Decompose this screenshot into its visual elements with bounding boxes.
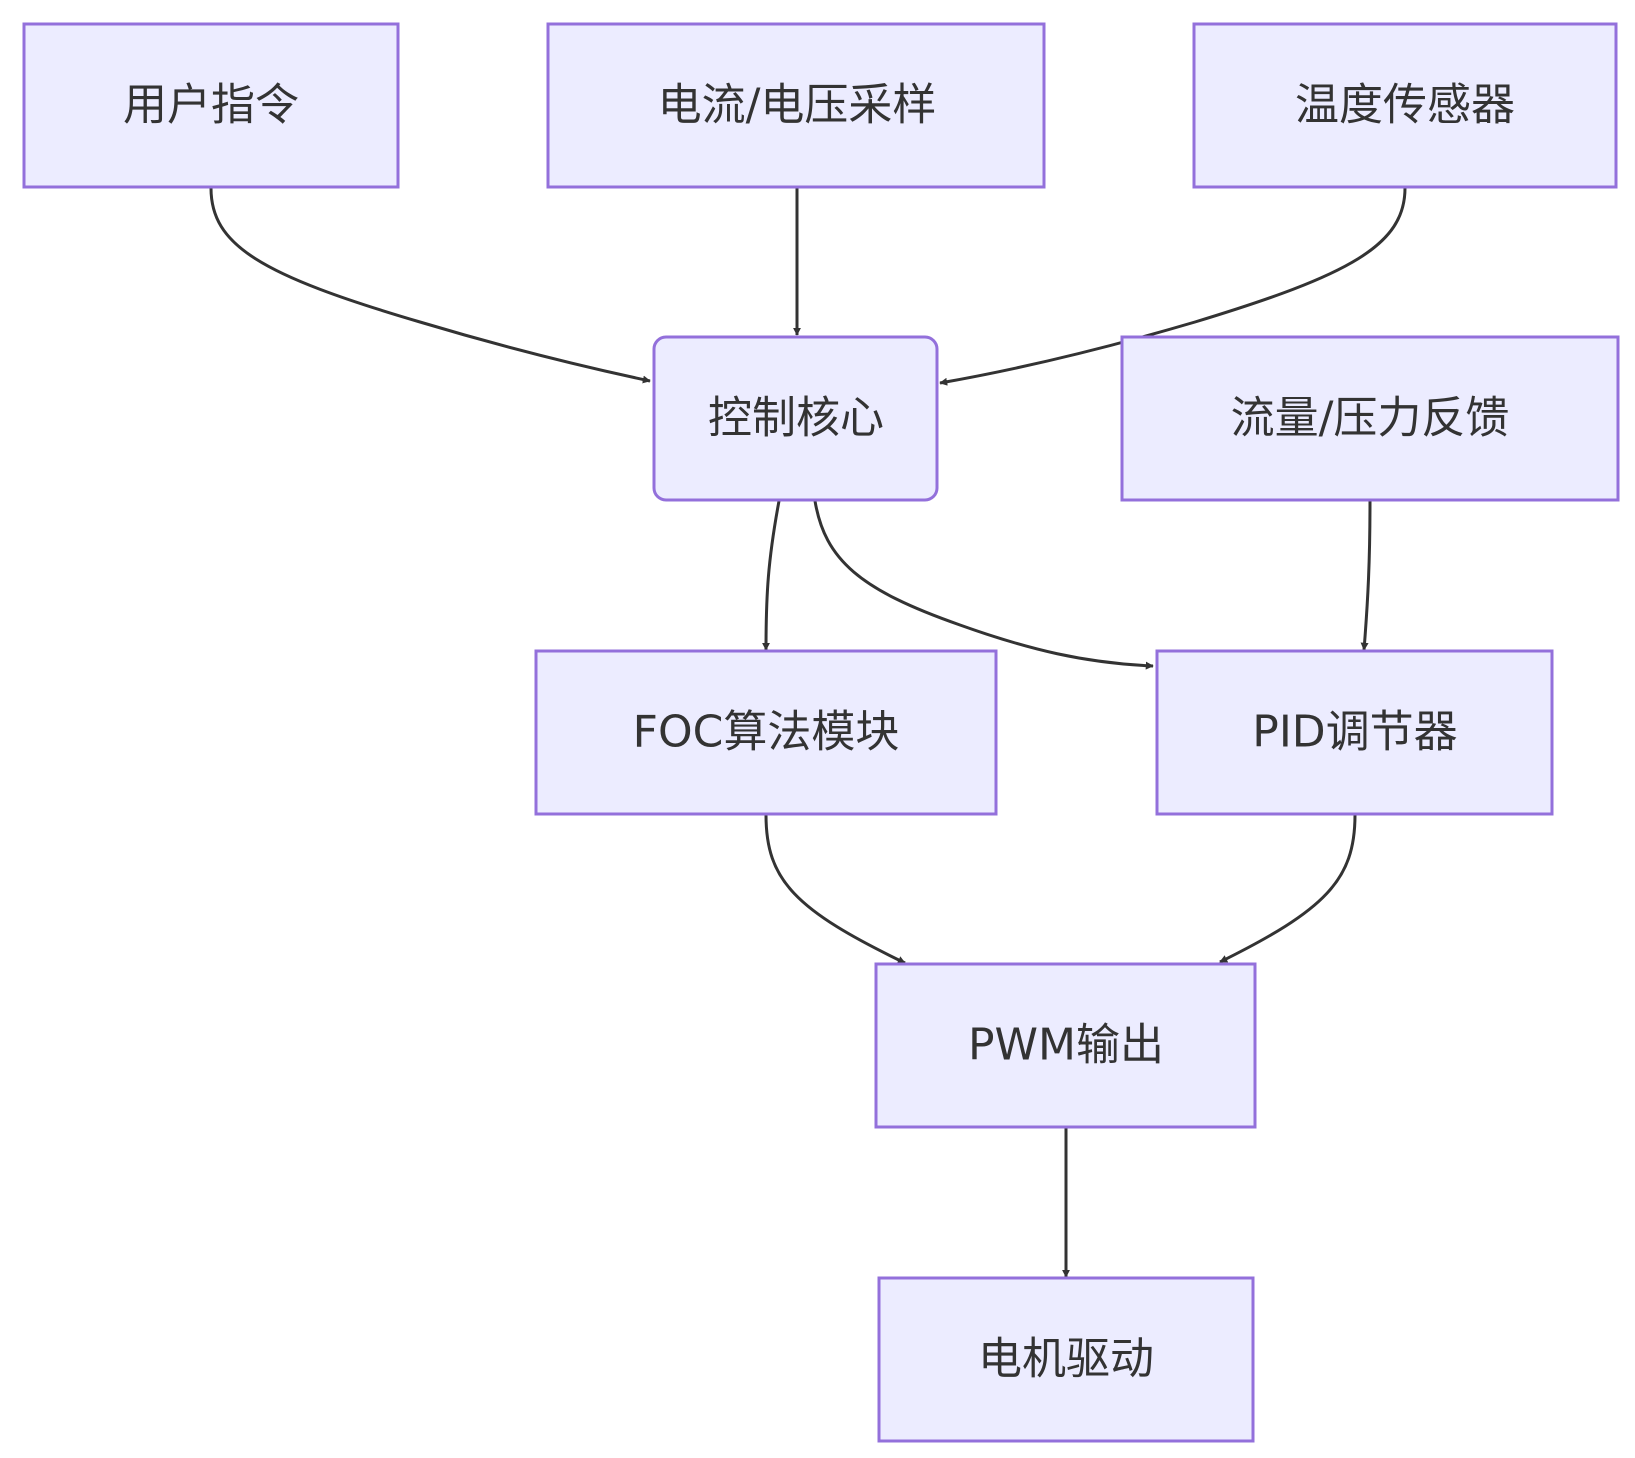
node-pwm-output: PWM输出 [874, 962, 1257, 1129]
node-pid-regulator: PID调节器 [1155, 649, 1554, 816]
node-label: 用户指令 [123, 80, 299, 131]
edge-control-core-to-pid [813, 500, 1154, 670]
node-foc-module: FOC算法模块 [534, 649, 998, 816]
node-label: 电流/电压采样 [658, 80, 937, 131]
edge-foc-to-pwm [764, 814, 906, 965]
node-temperature-sensor: 温度传感器 [1192, 22, 1618, 189]
node-user-command: 用户指令 [22, 22, 400, 189]
node-label: PWM输出 [968, 1020, 1164, 1071]
edge-temperature-to-control-core [939, 187, 1407, 386]
node-label: PID调节器 [1252, 707, 1457, 758]
node-label: 电机驱动 [978, 1334, 1154, 1385]
edge-flow-to-pid [1360, 500, 1372, 651]
node-motor-drive: 电机驱动 [877, 1276, 1255, 1443]
node-flow-pressure-feedback: 流量/压力反馈 [1120, 335, 1620, 502]
node-current-voltage-sampling: 电流/电压采样 [546, 22, 1046, 189]
node-label: FOC算法模块 [633, 707, 900, 758]
edges [209, 187, 1407, 1278]
edge-user-command-to-control-core [209, 187, 651, 384]
node-label: 控制核心 [708, 393, 884, 444]
node-label: 流量/压力反馈 [1231, 393, 1510, 444]
edge-control-core-to-foc [762, 500, 781, 651]
node-label: 温度传感器 [1295, 80, 1515, 131]
edge-pid-to-pwm [1219, 814, 1357, 964]
node-control-core: 控制核心 [652, 335, 939, 502]
